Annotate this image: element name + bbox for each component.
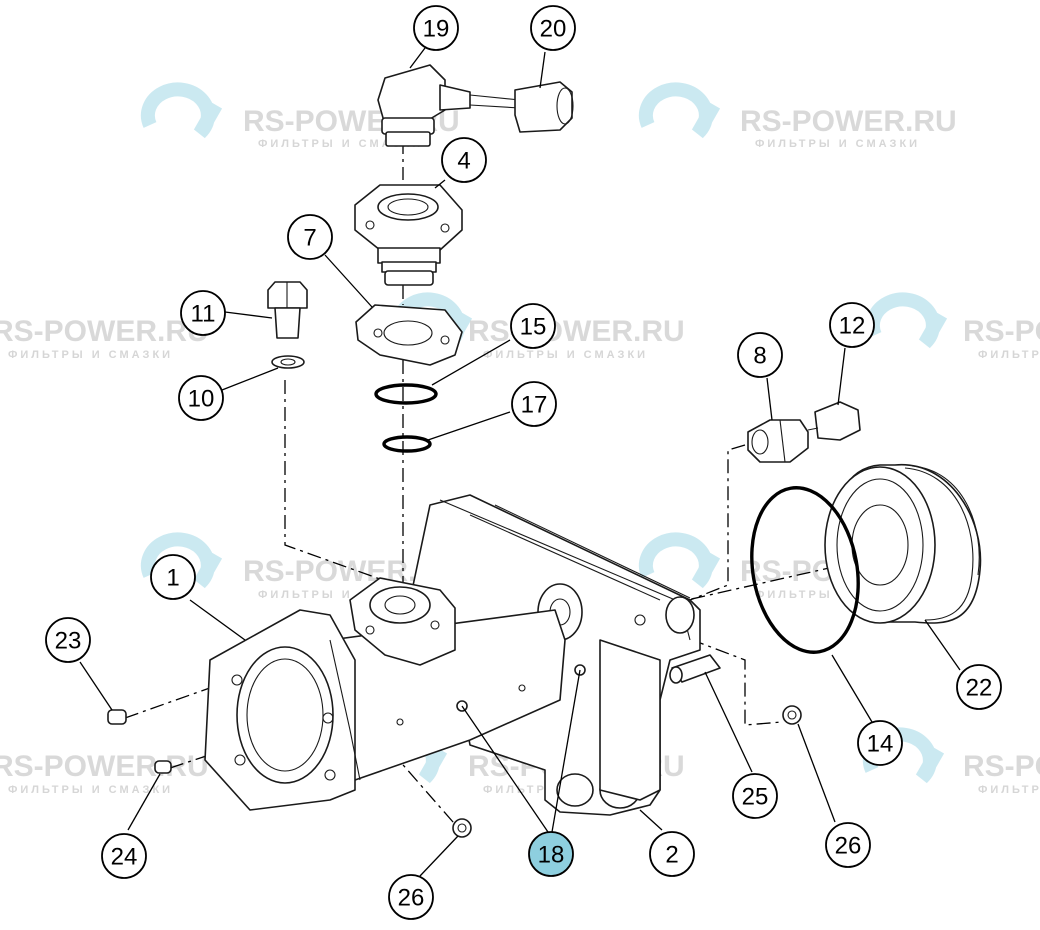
o-ring-part-14: [750, 486, 860, 654]
callout-label: 17: [521, 392, 548, 419]
callout-4: 4: [441, 137, 487, 183]
watermark-brand: RS-POWER.RU: [963, 315, 1040, 348]
watermark-tagline: ФИЛЬТРЫ И СМАЗКИ: [8, 349, 173, 361]
washer-part-10: [271, 355, 305, 369]
watermark-brand: RS-POWER.RU: [0, 750, 209, 783]
callout-26: 26: [388, 874, 434, 920]
callouts: 19 20 4 7 11 15 10 17: [45, 5, 1002, 920]
callout-20: 20: [530, 5, 576, 51]
flanged-fitting-part-4: [354, 184, 463, 286]
callout-label: 12: [839, 313, 866, 340]
flange-part-1: [204, 577, 586, 811]
callout-1: 1: [150, 554, 196, 600]
callout-11: 11: [180, 290, 226, 336]
callout-label: 8: [753, 343, 766, 370]
callout-label: 25: [742, 784, 769, 811]
callout-label: 24: [111, 844, 138, 871]
callout-7: 7: [287, 214, 333, 260]
nut-part-12: [807, 401, 861, 441]
callout-label: 2: [665, 842, 678, 869]
callout-14: 14: [857, 720, 903, 766]
watermark-tagline: ФИЛЬТРЫ И СМАЗКИ: [483, 349, 648, 361]
callout-8: 8: [737, 332, 783, 378]
callout-label: 15: [520, 314, 547, 341]
leader-lines: [79, 47, 961, 877]
callout-label: 22: [966, 675, 993, 702]
watermark-2: RS-POWER.RU ФИЛЬТРЫ И СМАЗКИ: [638, 82, 957, 150]
callout-label: 19: [423, 16, 450, 43]
callout-label: 26: [835, 833, 862, 860]
callout-label: 23: [55, 628, 82, 655]
plug-part-26a: [452, 818, 472, 838]
callout-2: 2: [649, 831, 695, 877]
watermark-tagline: ФИЛЬТРЫ И СМАЗКИ: [978, 349, 1040, 361]
callout-15: 15: [510, 303, 556, 349]
callout-label: 1: [166, 565, 179, 592]
watermark-5: RS-POWER.RU ФИЛЬТРЫ И СМАЗКИ: [865, 292, 1040, 361]
callout-19: 19: [413, 5, 459, 51]
callout-label: 14: [867, 731, 894, 758]
callout-label: 20: [540, 16, 567, 43]
callout-23: 23: [45, 617, 91, 663]
callout-17: 17: [511, 381, 557, 427]
fitting-part-8: [747, 419, 809, 463]
watermark-brand: RS-POWER.RU: [740, 105, 957, 138]
callout-25: 25: [732, 773, 778, 819]
callout-26: 26: [825, 822, 871, 868]
nut-part-20: [514, 81, 574, 133]
pin-part-25: [669, 654, 721, 684]
watermark-8: RS-POWER.RU ФИЛЬТРЫ И СМАЗКИ: [0, 750, 209, 796]
callout-12: 12: [829, 302, 875, 348]
watermark-brand: RS-POWER.RU: [468, 315, 685, 348]
cover-part-22: [824, 464, 982, 624]
plug-part-24: [154, 760, 172, 774]
watermark-tagline: ФИЛЬТРЫ И СМАЗКИ: [8, 784, 173, 796]
watermark-brand: RS-POWER.RU: [0, 315, 209, 348]
callout-18: 18: [528, 831, 574, 877]
watermark-tagline: ФИЛЬТРЫ И СМАЗКИ: [755, 138, 920, 150]
watermark-brand: RS-POWER.RU: [963, 750, 1040, 783]
callout-label: 26: [398, 885, 425, 912]
o-ring-part-17: [382, 435, 432, 453]
callout-label: 10: [188, 386, 215, 413]
callout-22: 22: [956, 664, 1002, 710]
watermark-3: RS-POWER.RU ФИЛЬТРЫ И СМАЗКИ: [0, 315, 209, 361]
callout-label: 11: [191, 301, 216, 328]
plug-part-23: [107, 709, 127, 725]
elbow-fitting-part-19: [377, 64, 521, 147]
o-ring-part-15: [374, 383, 438, 405]
plug-part-26b: [782, 705, 802, 725]
callout-label: 7: [303, 225, 316, 252]
callout-24: 24: [101, 833, 147, 879]
bolt-part-11: [267, 281, 308, 339]
callout-label: 4: [457, 148, 470, 175]
callout-10: 10: [178, 375, 224, 421]
watermark-tagline: ФИЛЬТРЫ И СМАЗКИ: [258, 138, 423, 150]
gasket-part-7: [355, 304, 463, 366]
callout-label: 18: [538, 842, 565, 869]
watermark-tagline: ФИЛЬТРЫ И СМАЗКИ: [978, 784, 1040, 796]
